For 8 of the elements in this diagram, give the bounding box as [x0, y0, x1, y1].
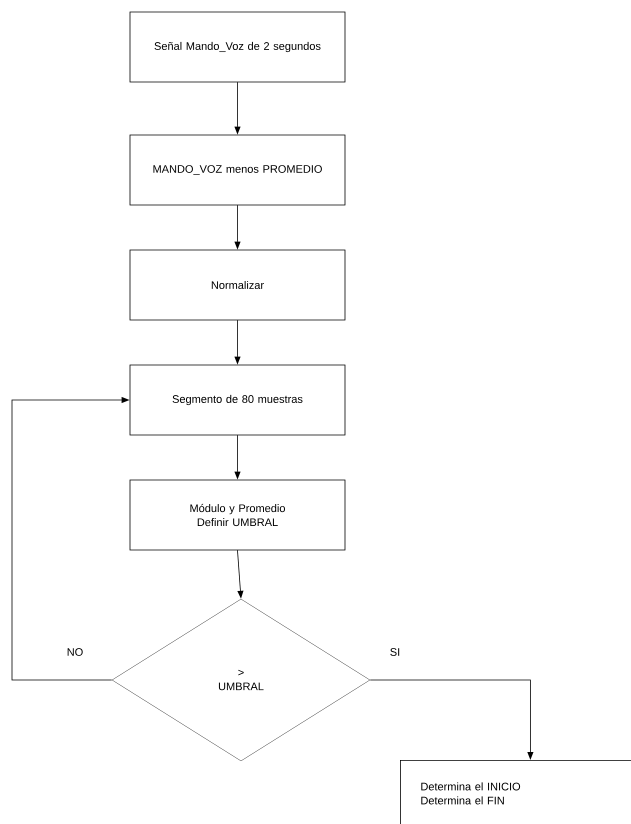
process-box: Determina el INICIO Determina el FIN — [400, 760, 631, 824]
edge-label: NO — [66, 647, 84, 657]
process-box: Segmento de 80 muestras — [130, 364, 346, 436]
process-box: Módulo y Promedio Definir UMBRAL — [130, 480, 346, 550]
process-box: Señal Mando_Voz de 2 segundos — [130, 12, 346, 82]
process-box: Normalizar — [130, 250, 346, 320]
process-box: MANDO_VOZ menos PROMEDIO — [130, 134, 346, 206]
edge-label: SI — [388, 647, 402, 657]
